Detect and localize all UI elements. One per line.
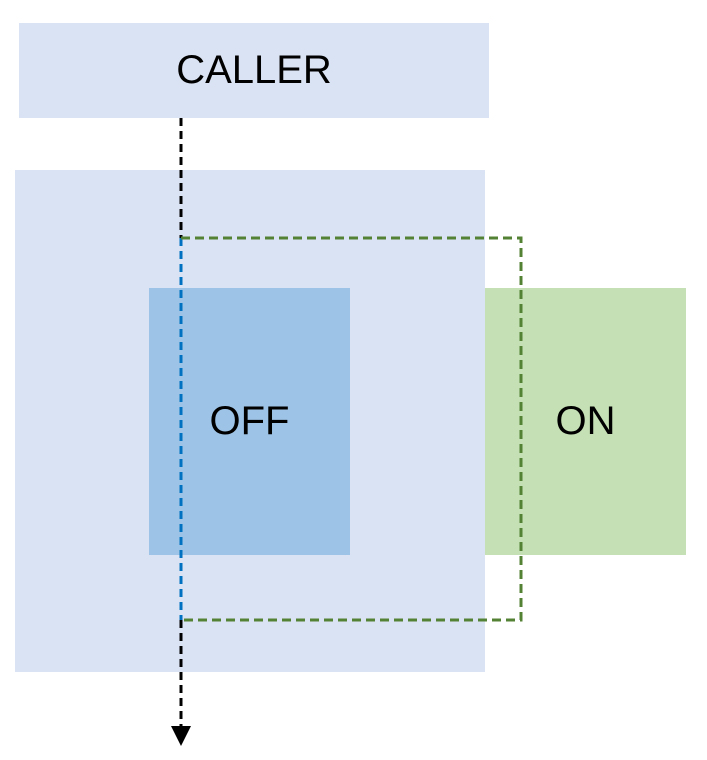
off-label: OFF xyxy=(209,399,290,443)
caller-box: CALLER xyxy=(19,23,489,118)
caller-label: CALLER xyxy=(176,48,332,92)
on-box: ON xyxy=(485,288,686,555)
off-box: OFF xyxy=(149,288,350,555)
flow-arrowhead xyxy=(171,726,191,746)
on-label: ON xyxy=(555,399,616,443)
